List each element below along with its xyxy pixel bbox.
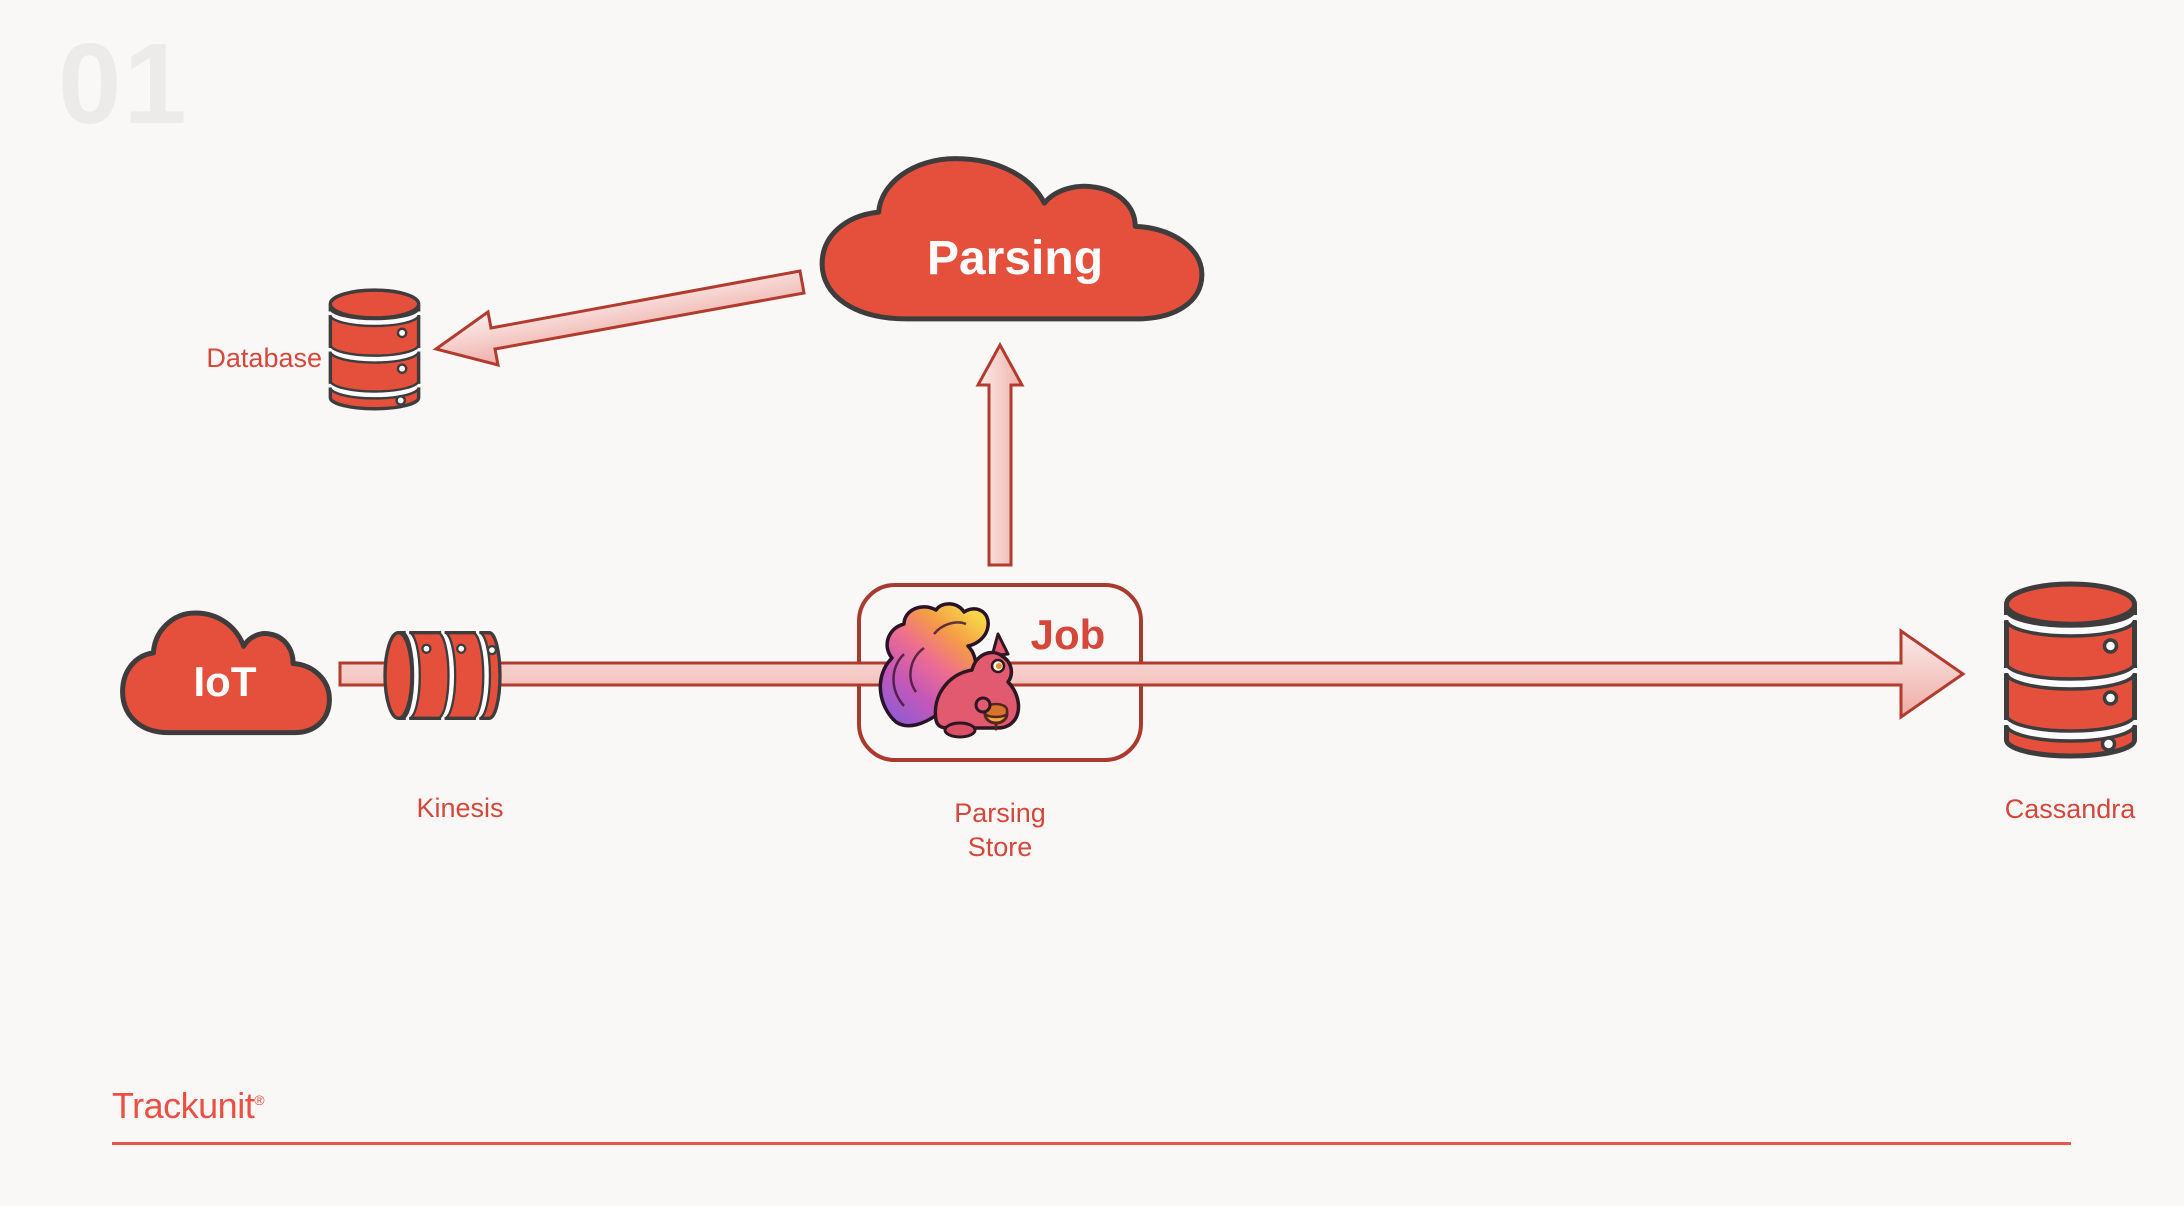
parsing-cloud-label: Parsing xyxy=(926,232,1104,285)
kinesis-icon xyxy=(381,626,508,725)
squirrel-paw xyxy=(974,696,992,714)
database-label: Database xyxy=(206,343,322,373)
job-title: Job xyxy=(1030,611,1106,658)
arrow-store-to-parsing xyxy=(975,341,1025,567)
parsing-store-label: Parsing Store xyxy=(900,796,1100,864)
kinesis-label: Kinesis xyxy=(416,793,504,823)
cassandra-label: Cassandra xyxy=(2004,794,2136,824)
squirrel-foot xyxy=(943,721,977,739)
squirrel-pupil xyxy=(996,663,1002,669)
registered-trademark: ® xyxy=(254,1092,265,1108)
trackunit-wordmark: Trackunit xyxy=(112,1085,255,1126)
arrow-iot-to-cassandra xyxy=(338,628,1966,720)
arrow-parsing-to-database xyxy=(432,269,806,368)
flink-squirrel-icon xyxy=(878,602,1021,739)
footer-divider-line xyxy=(112,1142,2071,1145)
parsing-cloud-icon xyxy=(810,148,1214,326)
cassandra-icon xyxy=(2000,578,2141,768)
parsing-store-label-line1: Parsing xyxy=(954,798,1046,828)
iot-cloud-icon xyxy=(116,605,336,738)
iot-cloud-label: IoT xyxy=(193,658,257,705)
trackunit-logo: Trackunit® xyxy=(112,1080,265,1126)
database-icon xyxy=(326,286,423,417)
parsing-store-label-line2: Store xyxy=(967,832,1033,862)
slide-number: 01 xyxy=(58,21,189,148)
